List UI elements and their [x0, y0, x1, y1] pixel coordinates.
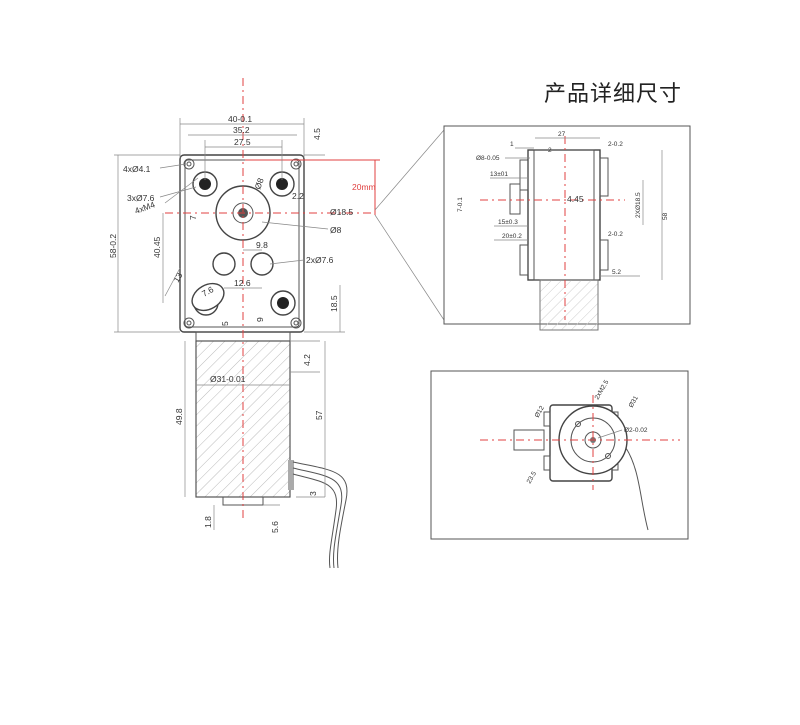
mounting-holes — [183, 158, 302, 329]
side-dim-20: 20±0.2 — [502, 233, 522, 240]
dim-9: 9 — [255, 317, 265, 322]
dim-5: 5 — [220, 321, 230, 326]
front-view: 20mm 40-0.1 35.2 27.5 4.5 4xØ4.1 3xØ7.6 … — [108, 78, 380, 569]
dim-18-5: 18.5 — [329, 295, 339, 312]
label-hub-18-5: Ø18.5 — [330, 207, 353, 217]
side-dim-15: 15±0.3 — [498, 219, 518, 226]
side-dim-5-2: 5.2 — [612, 269, 621, 276]
dim-40-45: 40.45 — [152, 236, 162, 258]
label-2-2: 2.2 — [292, 191, 304, 201]
side-dim-7: 7-0.1 — [457, 197, 464, 212]
dim-4-5: 4.5 — [312, 128, 322, 140]
side-dim-58: 58 — [662, 212, 669, 220]
label-7: 7 — [188, 215, 198, 220]
side-dim-2x18-5: 2XØ18.5 — [635, 192, 642, 218]
side-gearbox — [527, 149, 601, 281]
dim-58: 58-0.2 — [108, 234, 118, 258]
side-dim-2-0-2: 2-0.2 — [608, 141, 623, 148]
dim-49-8: 49.8 — [174, 408, 184, 425]
dim-1-8: 1.8 — [203, 516, 213, 528]
side-dim-2: 2 — [548, 147, 552, 154]
label-4x4-1: 4xØ4.1 — [123, 164, 151, 174]
rear-view-frame — [430, 370, 689, 540]
dim-5-6: 5.6 — [270, 521, 280, 533]
rear-m2-5: 2xM2.5 — [594, 379, 611, 401]
rear-d-23-5: 23.5 — [526, 470, 539, 485]
label-motor-31: Ø31-0.01 — [210, 374, 246, 384]
side-dim-13: 13±01 — [490, 171, 508, 178]
dim-57: 57 — [314, 410, 324, 420]
side-shaft: Ø8-0.05 — [476, 155, 500, 162]
label-9-8: 9.8 — [256, 240, 268, 250]
side-view: 27 1 2 2-0.2 Ø8-0.05 13±01 7-0.1 4.45 2X… — [443, 125, 691, 331]
dim-35-2: 35.2 — [233, 125, 250, 135]
rear-d-2: Ø2-0.02 — [624, 427, 648, 434]
label-shaft-8: Ø8 — [252, 176, 265, 190]
rear-d-31: Ø31 — [628, 395, 640, 409]
side-dim-4-45: 4.45 — [567, 194, 584, 204]
red-dim-20mm: 20mm — [352, 182, 376, 192]
label-2x7-6: 2xØ7.6 — [306, 255, 334, 265]
motor-body — [195, 340, 291, 498]
side-dim-1: 1 — [510, 141, 514, 148]
label-shaft-8b: Ø8 — [330, 225, 342, 235]
side-dim-2-0-2b: 2-0.2 — [608, 231, 623, 238]
label-12-6: 12.6 — [234, 278, 251, 288]
rear-view: 2xM2.5 Ø31 Ø12 Ø2-0.02 23.5 — [430, 370, 689, 540]
page-title: 产品详细尺寸 — [544, 82, 683, 107]
dim-3: 3 — [308, 491, 318, 496]
label-13: 13 — [171, 271, 185, 284]
dim-4-2: 4.2 — [302, 354, 312, 366]
side-dim-27: 27 — [558, 131, 566, 138]
label-3x7-6: 3xØ7.6 — [127, 193, 155, 203]
dim-width-40: 40-0.1 — [228, 114, 252, 124]
dim-27-5: 27.5 — [234, 137, 251, 147]
